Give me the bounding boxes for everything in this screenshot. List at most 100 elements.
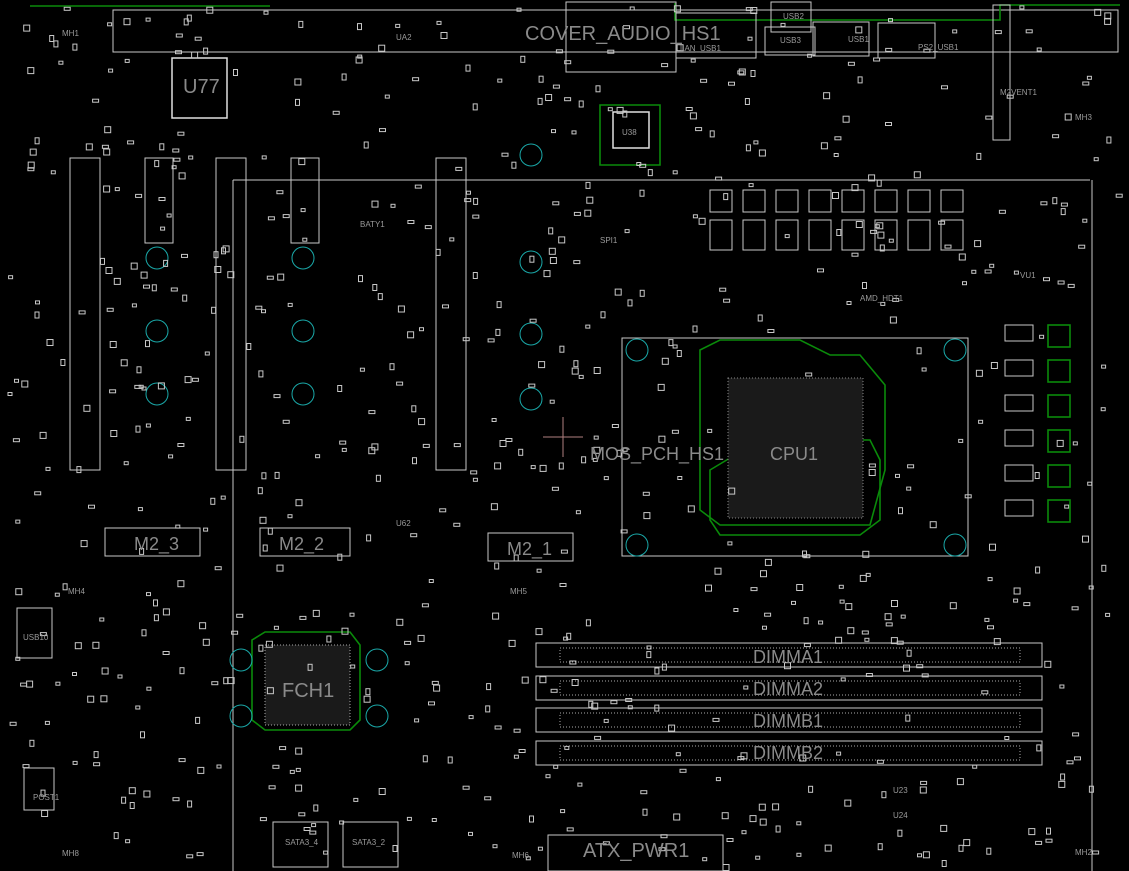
- vrm-choke: [940, 189, 964, 213]
- smd-pad: [987, 625, 994, 630]
- vrm-mosfet: [907, 219, 931, 251]
- smd-pad: [900, 614, 906, 619]
- smd-pad: [1044, 660, 1052, 668]
- smd-pad: [337, 385, 343, 392]
- smd-pad: [294, 78, 302, 86]
- smd-pad: [750, 70, 756, 77]
- smd-pad: [989, 263, 995, 268]
- smd-pad: [726, 838, 734, 842]
- smd-pad: [625, 698, 633, 702]
- smd-pad: [857, 76, 863, 84]
- smd-pad: [419, 327, 424, 332]
- smd-pad: [733, 608, 739, 612]
- smd-pad: [307, 663, 313, 671]
- component-label: FCH1: [282, 680, 334, 702]
- smd-pad: [74, 642, 82, 650]
- smd-pad: [151, 284, 157, 292]
- smd-pad: [258, 644, 264, 652]
- smd-pad: [1045, 838, 1053, 843]
- smd-pad: [123, 18, 131, 26]
- smd-pad: [1092, 850, 1100, 855]
- smd-pad: [897, 829, 903, 837]
- smd-pad: [847, 627, 855, 635]
- smd-pad: [564, 97, 572, 102]
- smd-pad: [714, 567, 722, 575]
- smd-pad: [145, 340, 150, 348]
- smd-pad: [410, 533, 418, 538]
- smd-pad: [127, 140, 135, 145]
- smd-pad: [1094, 8, 1102, 16]
- smd-pad: [196, 852, 204, 857]
- smd-pad: [355, 56, 363, 64]
- smd-pad: [261, 472, 267, 480]
- smd-pad: [941, 85, 948, 90]
- smd-pad: [422, 755, 428, 763]
- smd-pad: [832, 192, 839, 199]
- smd-pad: [888, 238, 894, 243]
- smd-pad: [571, 679, 579, 686]
- smd-pad: [135, 705, 141, 710]
- m2-slot-2: [259, 527, 351, 557]
- component-label: CPU1: [770, 444, 818, 464]
- smd-pad: [775, 825, 781, 833]
- smd-pad: [485, 705, 491, 713]
- smd-pad: [145, 17, 151, 22]
- smd-pad: [453, 522, 461, 527]
- smd-pad: [880, 301, 886, 306]
- smd-pad: [640, 790, 648, 795]
- smd-pad: [472, 272, 478, 279]
- smd-pad: [417, 634, 425, 642]
- smd-pad: [211, 306, 217, 314]
- smd-pad: [295, 747, 303, 755]
- smd-pad: [1072, 441, 1078, 446]
- smd-pad: [295, 784, 303, 792]
- mount-hole: [291, 319, 315, 343]
- smd-pad: [661, 663, 667, 671]
- smd-pad: [588, 700, 594, 708]
- smd-pad: [1082, 81, 1090, 86]
- smd-pad: [378, 788, 386, 795]
- smd-pad: [173, 157, 181, 162]
- smd-pad: [153, 599, 158, 607]
- smd-pad: [891, 600, 898, 607]
- smd-pad: [919, 786, 927, 794]
- smd-pad: [855, 26, 863, 34]
- smd-pad: [124, 58, 130, 63]
- smd-pad: [139, 547, 145, 555]
- smd-pad: [505, 438, 513, 442]
- smd-pad: [692, 325, 698, 333]
- smd-pad: [584, 209, 592, 217]
- smd-pad: [673, 5, 681, 13]
- smd-pad: [29, 739, 35, 747]
- component-label: LAN_USB1: [680, 44, 721, 53]
- smd-pad: [989, 543, 996, 551]
- smd-pad: [642, 808, 648, 816]
- smd-pad: [195, 716, 201, 724]
- smd-pad: [236, 613, 244, 618]
- smd-pad: [1078, 244, 1086, 249]
- smd-pad: [870, 229, 878, 234]
- smd-pad: [639, 163, 647, 168]
- smd-pad: [341, 73, 347, 81]
- smd-pad: [622, 110, 628, 118]
- smd-pad: [750, 587, 758, 592]
- component-label: USB3: [780, 36, 801, 45]
- component-label: MH2: [1075, 848, 1092, 857]
- smd-pad: [339, 440, 347, 445]
- smd-pad: [1072, 732, 1080, 737]
- component-label: U23: [893, 786, 908, 795]
- smd-pad: [603, 476, 609, 481]
- smd-pad: [600, 311, 606, 319]
- smd-pad: [529, 255, 535, 263]
- smd-pad: [378, 44, 386, 52]
- smd-pad: [222, 245, 230, 253]
- smd-pad: [263, 10, 269, 15]
- smd-pad: [791, 600, 796, 605]
- smd-pad: [885, 122, 892, 126]
- vrm-choke: [1047, 394, 1071, 418]
- smd-pad: [944, 244, 952, 249]
- smd-pad: [585, 619, 591, 627]
- smd-pad: [990, 362, 998, 369]
- smd-pad: [511, 161, 517, 169]
